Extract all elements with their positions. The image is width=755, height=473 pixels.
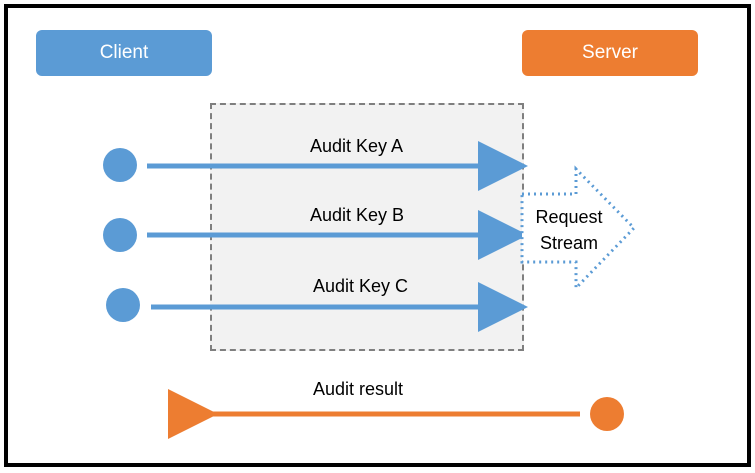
client-node-a <box>103 148 137 182</box>
diagram-frame: Client Server Audit Key A Audit Key B Au… <box>4 4 751 467</box>
audit-key-a-label: Audit Key A <box>310 136 404 156</box>
request-stream-line2: Stream <box>539 233 599 253</box>
client-label: Client <box>99 42 149 63</box>
audit-result-label: Audit result <box>313 379 404 399</box>
request-stream-label: Request Stream <box>526 204 612 256</box>
server-box: Server <box>522 30 698 76</box>
client-node-b <box>103 218 137 252</box>
audit-keys-region <box>210 103 524 351</box>
client-node-c <box>106 288 140 322</box>
diagram-overlay <box>103 141 637 439</box>
audit-key-c-label: Audit Key C <box>313 276 409 296</box>
client-box: Client <box>36 30 212 76</box>
server-node <box>590 397 624 431</box>
request-stream-line1: Request <box>535 207 603 227</box>
audit-key-b-label: Audit Key B <box>310 205 405 225</box>
server-label: Server <box>582 42 638 63</box>
request-stream-arrow <box>520 165 637 292</box>
